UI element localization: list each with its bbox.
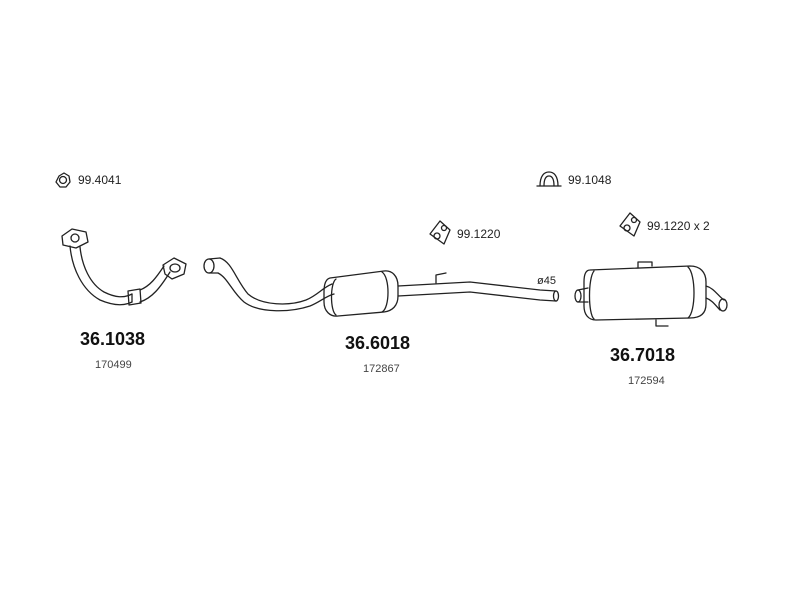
accessory-code-gasket: 99.4041 — [78, 173, 122, 187]
middle-silencer-drawing — [203, 257, 560, 317]
accessory-code-clamp: 99.1048 — [568, 173, 612, 187]
part-number-front-pipe: 36.1038 — [80, 329, 146, 349]
part-number-middle-silencer: 36.6018 — [345, 333, 411, 353]
clamp-icon — [536, 171, 562, 187]
part-number-rear-silencer: 36.7018 — [610, 345, 676, 365]
front-pipe-drawing — [61, 228, 187, 306]
oem-number-middle-silencer: 172867 — [363, 363, 400, 375]
accessory-code-hanger: 99.1220 — [457, 227, 501, 241]
oem-number-front-pipe: 170499 — [95, 359, 132, 371]
rear-silencer-drawing — [574, 261, 728, 327]
oem-number-rear-silencer: 172594 — [628, 375, 665, 387]
ring-gasket-icon — [55, 172, 71, 188]
accessory-code-hanger-x2: 99.1220 x 2 — [647, 219, 710, 233]
pipe-diameter-label: ø45 — [537, 275, 556, 287]
rubber-hanger-icon — [429, 220, 451, 245]
rubber-hanger-icon — [619, 212, 641, 237]
